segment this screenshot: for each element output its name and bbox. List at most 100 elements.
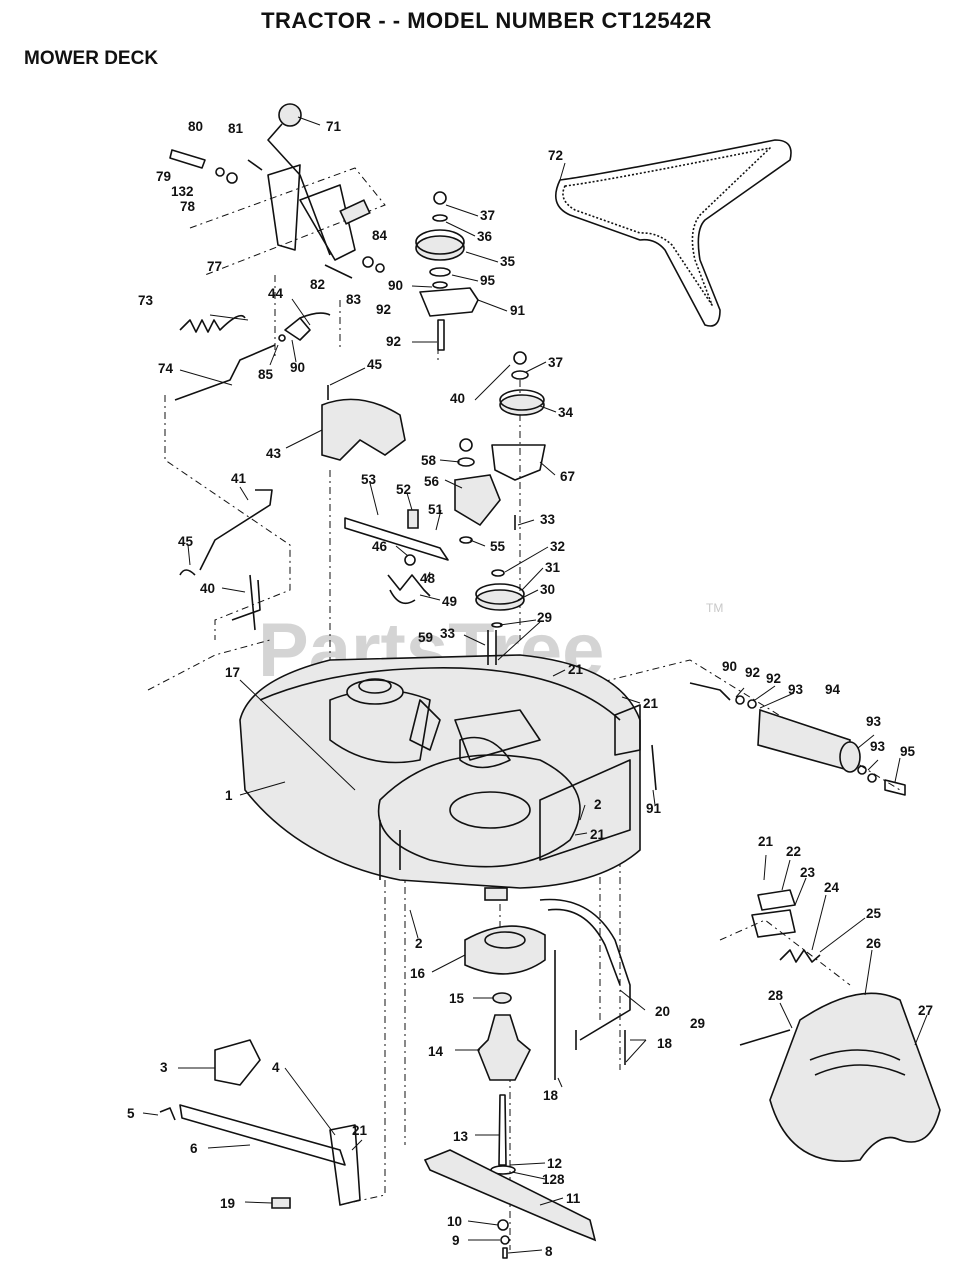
callout-68: 72 — [548, 148, 563, 163]
callout-79: 83 — [346, 292, 362, 307]
callout-28: 28 — [768, 988, 784, 1003]
callout-25: 25 — [866, 906, 882, 921]
callout-56: 58 — [421, 453, 437, 468]
callout-36-mid: 34 — [558, 405, 574, 420]
callout-21-c: 21 — [590, 827, 606, 842]
callout-90-upper: 90 — [722, 659, 737, 674]
callout-40-mid: 40 — [450, 391, 465, 406]
callout-36-top: 35 — [500, 254, 516, 269]
callout-32: 31 — [545, 560, 561, 575]
callout-11: 11 — [566, 1191, 581, 1206]
deck-pulleys — [346, 678, 541, 769]
callout-4: 4 — [272, 1060, 280, 1075]
callout-93-a: 93 — [788, 682, 804, 697]
callout-43: 41 — [231, 471, 247, 486]
callout-95: 95 — [900, 744, 916, 759]
callout-55: 56 — [424, 474, 440, 489]
idler-arm — [344, 509, 449, 605]
callout-58: 59 — [418, 630, 433, 645]
callout-20: 20 — [655, 1004, 670, 1019]
callout-15: 15 — [449, 991, 465, 1006]
callout-34: 33 — [540, 512, 556, 527]
upper-pulley — [415, 191, 479, 351]
callout-9: 9 — [452, 1233, 460, 1248]
front-hanger — [539, 898, 631, 1080]
callout-31: 30 — [540, 582, 555, 597]
callout-21-a: 21 — [568, 662, 584, 677]
callout-76: 80 — [188, 119, 203, 134]
callout-23: 23 — [800, 865, 816, 880]
callout-92-a: 92 — [766, 671, 781, 686]
callout-24: 24 — [824, 880, 840, 895]
callout-90-lower: 91 — [646, 801, 662, 816]
callout-78: 82 — [310, 277, 325, 292]
callout-37-mid: 37 — [548, 355, 563, 370]
callout-80: 84 — [372, 228, 388, 243]
lift-lever-assembly — [169, 103, 385, 279]
lift-arms — [179, 489, 273, 631]
callout-22: 22 — [786, 844, 801, 859]
callout-91: 92 — [745, 665, 760, 680]
callout-71: 74 — [158, 361, 174, 376]
callout-35: 33 — [440, 626, 456, 641]
mower-blade — [423, 1149, 597, 1259]
callout-45-top: 44 — [268, 286, 284, 301]
callout-49: 48 — [420, 571, 436, 586]
callout-30: 29 — [537, 610, 552, 625]
blade-spindle — [464, 925, 546, 1175]
callout-33: 32 — [550, 539, 565, 554]
callout-53: 53 — [361, 472, 377, 487]
section-title: MOWER DECK — [24, 48, 159, 69]
callout-51: 51 — [428, 502, 444, 517]
callout-2-right: 2 — [594, 797, 602, 812]
callout-16: 16 — [410, 966, 426, 981]
callout-14: 14 — [428, 1044, 444, 1059]
callout-67: 71 — [326, 119, 342, 134]
callout-82: 90 — [290, 360, 305, 375]
idler-pulley-stack — [454, 351, 546, 665]
callout-5: 5 — [127, 1106, 135, 1121]
callout-85: 92 — [386, 334, 401, 349]
callout-81: 85 — [258, 367, 274, 382]
callout-45-mid: 45 — [178, 534, 194, 549]
callout-54: 55 — [490, 539, 506, 554]
callout-10: 10 — [447, 1214, 462, 1229]
callout-72: 73 — [138, 293, 154, 308]
callout-93-b: 93 — [866, 714, 882, 729]
callout-40-top: 37 — [480, 208, 495, 223]
callout-83: 90 — [388, 278, 403, 293]
callout-19: 19 — [220, 1196, 235, 1211]
callout-18-left: 18 — [543, 1088, 559, 1103]
callout-84: 91 — [510, 303, 526, 318]
callout-6: 6 — [190, 1141, 198, 1156]
springs-rods — [174, 312, 331, 401]
callout-21-d: 21 — [758, 834, 774, 849]
callout-75: 79 — [156, 169, 171, 184]
callout-8: 8 — [545, 1244, 553, 1259]
callout-77: 81 — [228, 121, 244, 136]
callout-46: 45 — [367, 357, 383, 372]
belt-shield — [321, 385, 406, 461]
rear-hangers — [159, 1039, 361, 1209]
drive-belt — [554, 139, 792, 327]
callout-44: 43 — [266, 446, 282, 461]
callout-74: 78 — [180, 199, 196, 214]
callout-41: 40 — [200, 581, 215, 596]
callout-2-left: 2 — [415, 936, 423, 951]
callout-1: 1 — [225, 788, 233, 803]
callout-12: 12 — [547, 1156, 562, 1171]
callout-59: 67 — [560, 469, 575, 484]
callout-73: 77 — [207, 259, 222, 274]
watermark-tm: TM — [706, 601, 723, 615]
callout-26: 26 — [866, 936, 882, 951]
anti-scalp-roller — [614, 682, 906, 796]
callouts: 71 80 81 79 132 78 77 72 37 36 35 95 84 … — [127, 119, 933, 1259]
callout-132: 95 — [480, 273, 496, 288]
callout-13: 13 — [453, 1129, 469, 1144]
callout-52: 52 — [396, 482, 411, 497]
callout-18-right: 18 — [657, 1036, 673, 1051]
mower-deck-shell — [239, 654, 641, 901]
callout-21-b: 21 — [643, 696, 659, 711]
callout-29: 29 — [690, 1016, 705, 1031]
